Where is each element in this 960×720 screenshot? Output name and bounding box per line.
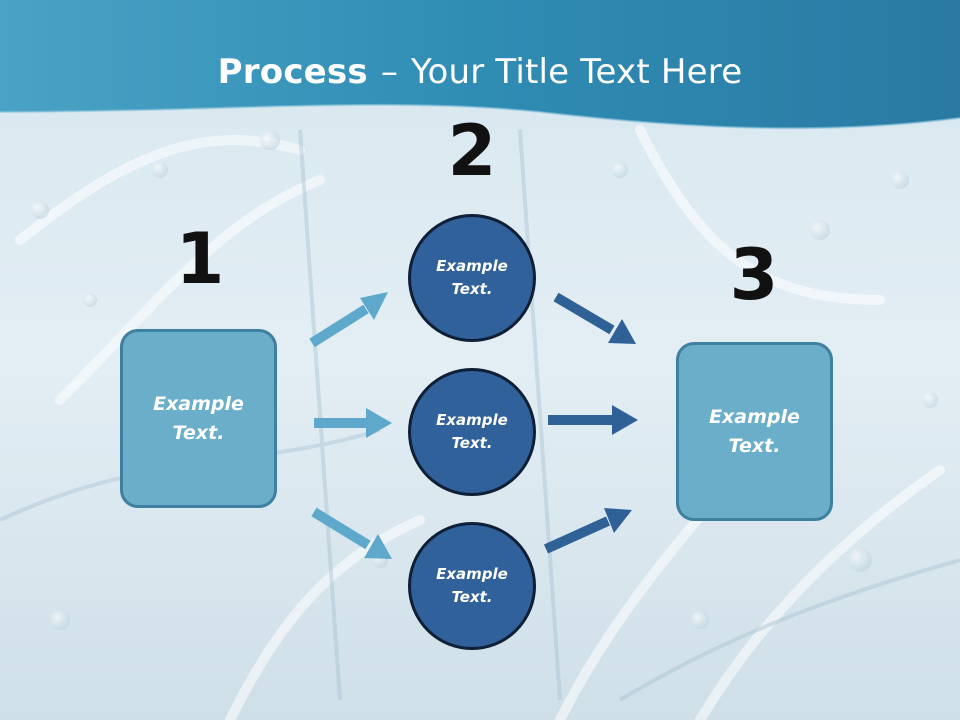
circle-bottom: Example Text. xyxy=(408,522,536,650)
right-box-line1: Example xyxy=(709,405,800,428)
header-band xyxy=(0,0,960,129)
circle-top-line2: Text. xyxy=(451,280,493,298)
circle-middle-line2: Text. xyxy=(451,434,493,452)
arrow-from-circle-bottom xyxy=(543,508,632,554)
circle-top: Example Text. xyxy=(408,214,536,342)
circle-bottom-line2: Text. xyxy=(451,588,493,606)
right-box: Example Text. xyxy=(676,342,833,521)
circle-middle-line1: Example xyxy=(436,411,508,429)
step-number-3: 3 xyxy=(729,234,779,316)
left-box-line1: Example xyxy=(153,392,244,415)
circle-middle: Example Text. xyxy=(408,368,536,496)
title-dash: – xyxy=(380,52,399,92)
arrow-to-circle-top xyxy=(309,292,388,348)
circle-bottom-line1: Example xyxy=(436,565,508,583)
step-number-2: 2 xyxy=(447,110,497,192)
left-box-line2: Text. xyxy=(172,421,225,444)
right-box-line2: Text. xyxy=(728,434,781,457)
arrow-to-circle-bottom xyxy=(311,507,392,559)
title-rest: Your Title Text Here xyxy=(411,52,743,92)
arrow-from-circle-top xyxy=(553,292,636,344)
circle-top-line1: Example xyxy=(436,257,508,275)
arrow-to-circle-middle xyxy=(314,408,392,438)
step-number-1: 1 xyxy=(175,218,225,300)
title-bold: Process xyxy=(217,52,368,92)
left-box: Example Text. xyxy=(120,329,277,508)
slide-title: Process – Your Title Text Here xyxy=(0,52,960,92)
arrow-from-circle-middle xyxy=(548,405,638,435)
